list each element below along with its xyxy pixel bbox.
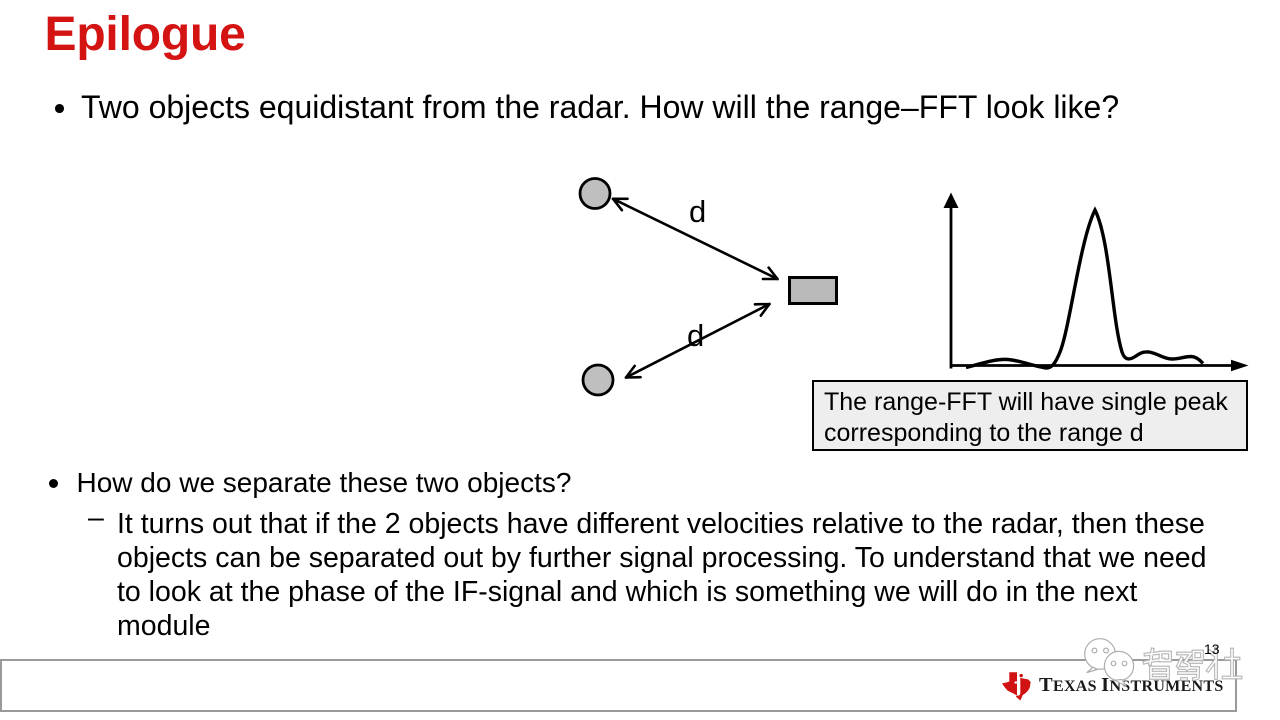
- svg-text:d: d: [689, 194, 706, 229]
- svg-text:d: d: [687, 318, 704, 353]
